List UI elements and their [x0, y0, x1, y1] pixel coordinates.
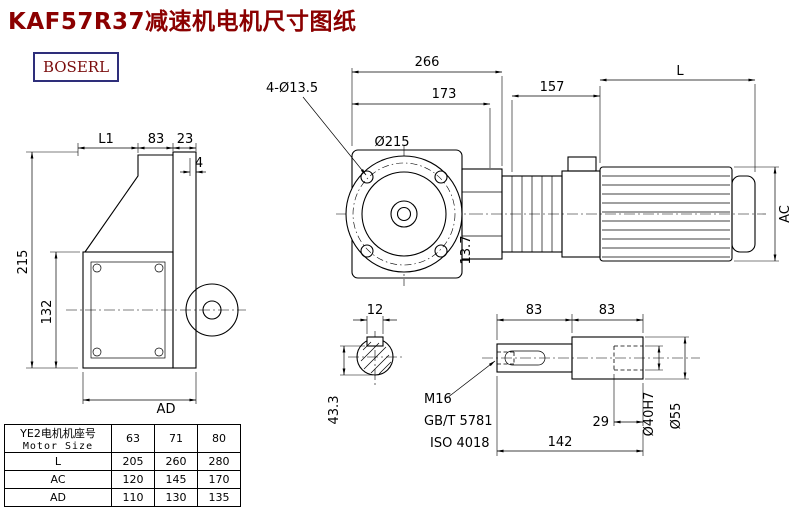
- dim-215-label: 215: [16, 250, 31, 275]
- flange-hole: [360, 170, 374, 184]
- dim-266-label: 266: [415, 55, 440, 70]
- value-L-71: 260: [154, 452, 198, 471]
- frame-size-column-71: 71: [154, 424, 198, 453]
- value-AD-63: 110: [111, 488, 155, 507]
- standard-iso-label: ISO 4018: [430, 436, 490, 451]
- size-table-row-AC: AC 120 145 170: [4, 470, 241, 489]
- frame-size-column-80: 80: [197, 424, 241, 453]
- value-L-63: 205: [111, 452, 155, 471]
- holes-callout-label: 4-Ø13.5: [266, 81, 318, 96]
- dim-L-label: L: [676, 64, 684, 79]
- housing-profile: [84, 154, 173, 253]
- side-view-dimensions: 157 L AC 13.7: [459, 64, 793, 264]
- boserl-logo-text: BOSERL: [42, 58, 110, 76]
- flange-face-circle: [361, 171, 447, 257]
- value-AC-63: 120: [111, 470, 155, 489]
- value-AD-80: 135: [197, 488, 241, 507]
- value-L-80: 280: [197, 452, 241, 471]
- size-table-header-cell: YE2电机机座号 Motor Size: [4, 424, 112, 453]
- size-table-header-row: YE2电机机座号 Motor Size 63 71 80: [4, 424, 241, 453]
- row-label-AC: AC: [4, 470, 112, 489]
- bore-dia-label: Ø40H7: [642, 392, 657, 437]
- left-view: [66, 151, 246, 369]
- frame-size-column-63: 63: [111, 424, 155, 453]
- front-view: [336, 146, 472, 286]
- dim-83-left-label: 83: [526, 303, 543, 318]
- flange-hole: [434, 170, 448, 184]
- value-AC-71: 145: [154, 470, 198, 489]
- size-table-row-L: L 205 260 280: [4, 452, 241, 471]
- dim-AD-label: AD: [157, 402, 176, 417]
- flange-hole: [360, 244, 374, 258]
- dim-157-label: 157: [540, 80, 565, 95]
- size-table-row-AD: AD 110 130 135: [4, 488, 241, 507]
- dim-142-label: 142: [548, 435, 573, 450]
- row-label-L: L: [4, 452, 112, 471]
- side-view: [461, 156, 766, 262]
- boserl-logo: BOSERL: [33, 52, 119, 82]
- motor-size-table: YE2电机机座号 Motor Size 63 71 80 L 205 260 2…: [4, 424, 241, 507]
- shaft-large-diameter: [571, 336, 644, 380]
- left-view-dimensions: L1 83 23 4 215 132 AD: [16, 132, 206, 417]
- flange-outer-circle: [345, 155, 463, 273]
- dim-173-label: 173: [432, 87, 457, 102]
- page-title: KAF57R37减速机电机尺寸图纸: [8, 9, 357, 35]
- bolt-circle: [352, 162, 456, 266]
- keyway-slot: [504, 350, 546, 366]
- dim-23-label: 23: [177, 132, 194, 147]
- dim-43-3-label: 43.3: [327, 396, 342, 425]
- dim-132-label: 132: [40, 300, 55, 325]
- keyway-notch: [366, 336, 384, 347]
- center-shaft-circle: [396, 206, 412, 222]
- dim-83-top-label: 83: [148, 132, 165, 147]
- flange-plate: [172, 151, 197, 369]
- front-view-dimensions: 266 173 4-Ø13.5 Ø215: [266, 55, 503, 176]
- shaft-section-dimensions: 12 43.3: [327, 303, 397, 424]
- size-table-header-en: Motor Size: [22, 441, 94, 452]
- terminal-box: [567, 156, 597, 172]
- fan-cover: [731, 175, 756, 253]
- row-label-AD: AD: [4, 488, 112, 507]
- shaft-detail-view: [482, 336, 700, 380]
- gearbox-cover: [90, 261, 166, 359]
- shaft-detail-dimensions: 83 83 29 142 M16 GB/T 5781 ISO 4018 Ø40H…: [424, 303, 689, 456]
- flange-diameter-label: Ø215: [374, 135, 409, 150]
- center-bore-circle: [390, 200, 418, 228]
- output-hub-circle: [185, 283, 239, 337]
- size-table-header-cn: YE2电机机座号: [20, 427, 96, 440]
- shaft-section-view: [348, 331, 402, 385]
- value-AC-80: 170: [197, 470, 241, 489]
- dim-13-7-label: 13.7: [459, 236, 474, 265]
- shaft-dia-label: Ø55: [669, 403, 684, 430]
- standard-gb-label: GB/T 5781: [424, 414, 493, 429]
- dim-L1-label: L1: [98, 132, 114, 147]
- thread-m16-label: M16: [424, 392, 452, 407]
- dim-12-label: 12: [367, 303, 384, 318]
- output-bore-circle: [202, 300, 222, 320]
- value-AD-71: 130: [154, 488, 198, 507]
- dim-83-right-label: 83: [599, 303, 616, 318]
- dim-4-label: 4: [195, 156, 203, 171]
- dim-AC-label: AC: [778, 205, 793, 223]
- dim-29-label: 29: [592, 415, 609, 430]
- flange-hole: [434, 244, 448, 258]
